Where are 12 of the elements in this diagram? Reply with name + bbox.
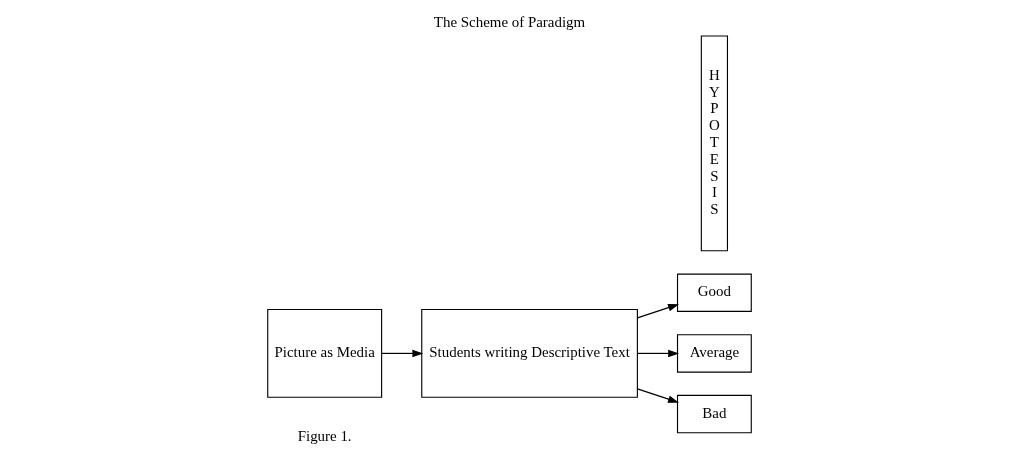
arrow [636, 304, 679, 319]
node-box: Good [676, 273, 752, 312]
node-box: Average [676, 334, 752, 373]
diagram-title: The Scheme of Paradigm [433, 14, 585, 31]
arrow [636, 388, 679, 403]
node-box: Students writing Descriptive Text [420, 309, 638, 398]
node-box: Picture as Media [266, 309, 382, 398]
label: Figure 1. [297, 427, 352, 444]
node-box: Bad [676, 394, 752, 434]
arrow [636, 349, 679, 358]
arrow [380, 349, 423, 358]
node-box: H Y P O T E S I S [700, 35, 728, 252]
